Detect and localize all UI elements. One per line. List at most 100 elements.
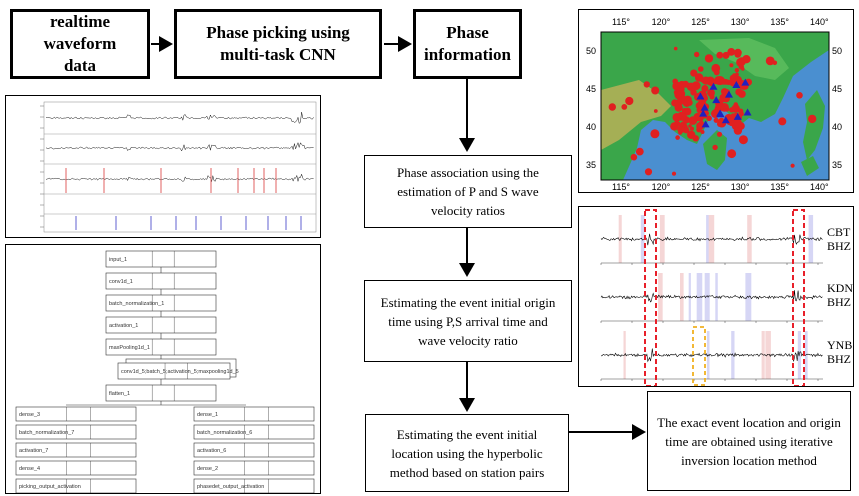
seismogram-trace (600, 233, 823, 246)
map-longitude-tick: 130° (730, 182, 750, 192)
phase-association-box: Phase association using the estimation o… (364, 155, 572, 228)
model-layer-node: conv1d_5;batch_5;activation_5;maxpooling… (117, 362, 239, 380)
event-dot (737, 122, 745, 130)
event-dot (711, 63, 721, 73)
model-layer-node: dense_4 (15, 460, 137, 476)
map-latitude-tick: 50 (586, 46, 597, 56)
event-dot (712, 144, 718, 151)
model-layer-node: activation_6 (193, 442, 315, 458)
event-dot (643, 81, 650, 88)
event-dot (701, 85, 709, 92)
model-layer-label: activation_1 (109, 323, 138, 329)
event-dot (729, 74, 738, 83)
event-dot (671, 171, 677, 176)
model-layer-label: dense_4 (19, 466, 40, 472)
event-dot (721, 88, 728, 96)
event-dot (738, 111, 744, 117)
event-dot (698, 66, 704, 72)
map-latitude-tick: 40 (586, 122, 597, 132)
event-dot (696, 126, 702, 133)
pick-band (659, 215, 665, 263)
station-marker (696, 92, 705, 100)
model-layer-label: batch_normalization_1 (109, 301, 164, 307)
event-dot (734, 68, 740, 73)
event-dot (720, 78, 727, 85)
event-dot (670, 122, 679, 131)
pick-band (704, 273, 710, 321)
exact-location-label: The exact event location and origin time… (657, 414, 841, 468)
event-dot (790, 163, 795, 168)
station-marker (743, 108, 752, 116)
event-dot (765, 56, 775, 66)
model-layer-node: batch_normalization_6 (193, 424, 315, 440)
model-layer-label: dense_1 (197, 412, 218, 418)
event-dot (677, 126, 685, 134)
s-pick-box (792, 209, 805, 386)
event-dot (678, 80, 686, 89)
origin-time-box: Estimating the event initial origin time… (364, 280, 572, 362)
station-marker (699, 109, 708, 117)
map-longitude-tick: 135° (770, 182, 790, 192)
model-layer-node: dense_2 (193, 460, 315, 476)
station-marker (700, 103, 709, 111)
event-dot (651, 86, 660, 95)
pick-band (765, 331, 771, 379)
station-marker (721, 116, 730, 124)
map-latitude-tick: 45 (586, 84, 597, 94)
model-layer-node: maxPooling1d_1 (105, 338, 217, 356)
station-label-cbt: CBT BHZ (827, 225, 851, 253)
waveform-probability-figure (5, 95, 321, 238)
model-layer-label: flatten_1 (109, 391, 130, 397)
p-pick-box (644, 209, 657, 386)
event-dot (688, 116, 698, 125)
event-dot (644, 168, 653, 176)
station-marker (732, 80, 741, 88)
event-dot (700, 130, 705, 134)
phase-picking-box: Phase picking using multi-task CNN (174, 9, 382, 79)
event-dot (635, 147, 644, 156)
event-dot (718, 76, 723, 81)
event-dot (683, 107, 692, 116)
event-dot (808, 114, 817, 124)
realtime-waveform-box: realtime waveform data (10, 9, 150, 79)
initial-location-box: Estimating the event initial location us… (365, 414, 569, 492)
event-dot (778, 117, 787, 126)
event-dot (736, 58, 745, 67)
waveform-trace (45, 141, 314, 152)
event-dot (687, 130, 696, 139)
map-longitude-tick: 115° (612, 182, 630, 192)
map-longitude-tick: 115° (612, 17, 630, 27)
event-dot (698, 120, 704, 126)
station-marker (733, 112, 742, 120)
station-marker (716, 110, 725, 118)
model-layer-label: conv1d_5;batch_5;activation_5;maxpooling… (121, 369, 239, 375)
event-dot (688, 124, 692, 128)
event-dot (729, 63, 734, 68)
event-dot (671, 99, 679, 107)
event-dot (713, 117, 719, 123)
event-map-figure: 115°120°125°130°135°140°115°120°125°130°… (578, 9, 854, 193)
model-layer-label: maxPooling1d_1 (109, 345, 150, 351)
event-dot (716, 131, 723, 137)
model-layer-label: batch_normalization_6 (197, 430, 252, 436)
event-dot (735, 88, 743, 96)
model-layer-label: input_1 (109, 257, 127, 263)
map-longitude-tick: 140° (810, 17, 829, 27)
map-latitude-tick: 50 (832, 46, 843, 56)
model-layer-node: activation_1 (105, 316, 217, 334)
station-marker (724, 90, 733, 98)
pick-band (640, 215, 645, 263)
map-latitude-tick: 35 (832, 160, 843, 170)
model-layer-label: batch_normalization_7 (19, 430, 74, 436)
model-layer-label: dense_2 (197, 466, 218, 472)
seismogram-plots (600, 209, 823, 386)
station-marker (712, 96, 721, 104)
event-dot (694, 51, 700, 58)
event-dot (687, 96, 692, 101)
event-dot (716, 51, 724, 59)
event-dot (690, 69, 698, 77)
station-label-ynb: YNB BHZ (827, 338, 853, 366)
event-dot (772, 60, 778, 66)
